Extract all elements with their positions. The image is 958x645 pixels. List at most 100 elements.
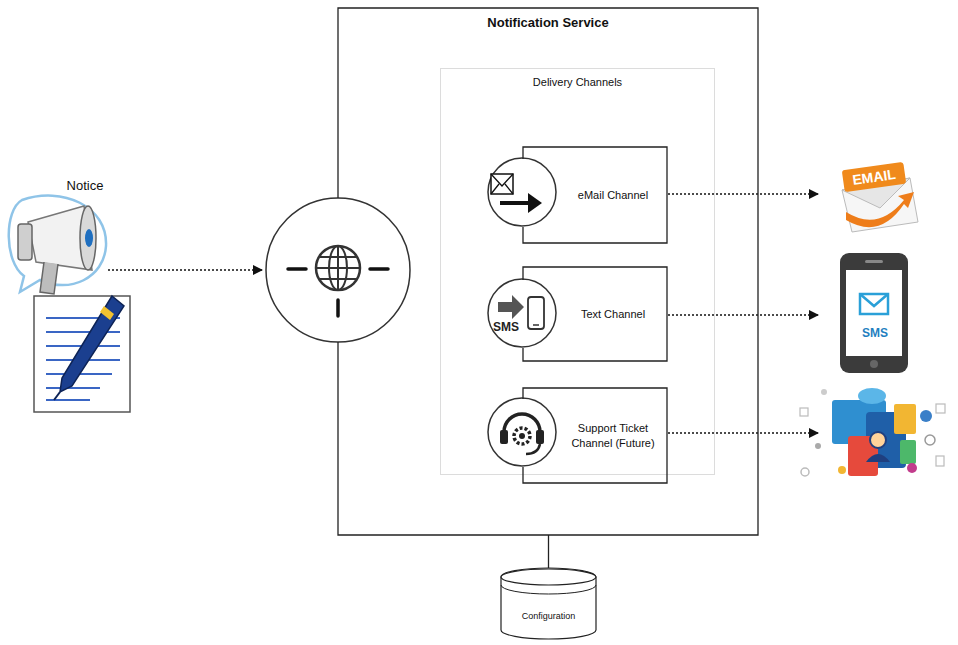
- cylinder-ring: [501, 585, 596, 594]
- drawing-part: [500, 201, 532, 205]
- drawing-part: [46, 331, 120, 333]
- drawing-part: [488, 279, 556, 347]
- drawing-part: [316, 246, 360, 290]
- drawing-part: [865, 260, 883, 263]
- box-border: [523, 147, 667, 243]
- support-channel-icon: [488, 398, 556, 466]
- drawing-part: [320, 278, 356, 280]
- drawing-part: [500, 430, 508, 444]
- connector-line: [548, 535, 549, 568]
- drawing-part: [9, 196, 106, 292]
- drawing-part: [907, 463, 917, 473]
- picture-label: EMAIL: [851, 166, 896, 188]
- drawing-part: [491, 174, 513, 194]
- text-area: Configuration: [502, 598, 595, 634]
- box-border: [523, 267, 667, 361]
- drawing-part: [46, 387, 100, 389]
- drawing-part: [40, 262, 58, 294]
- drawing-part: [498, 295, 524, 319]
- channel-group: Delivery Channels eMail ChannelText Chann…: [440, 68, 715, 475]
- drawing-part: [80, 206, 96, 270]
- drawing-part: [536, 430, 544, 444]
- drawing-part: [316, 267, 360, 269]
- drawing-part: [46, 399, 90, 401]
- email-channel-icon: [488, 158, 556, 226]
- drawing-part: [668, 432, 818, 433]
- drawing-part: [528, 193, 542, 213]
- drawing-part: [936, 404, 945, 413]
- channel-box: Support Ticket Channel (Future): [523, 388, 667, 483]
- drawing-part: [870, 432, 886, 448]
- text-area: eMail Channel: [563, 147, 663, 243]
- text-area: Support Ticket Channel (Future): [563, 388, 663, 483]
- drawing-part: [840, 253, 908, 373]
- box-border: [338, 8, 758, 535]
- drawing-part: [526, 444, 540, 454]
- flow-arrows: [668, 194, 818, 433]
- drawing-part: [533, 324, 539, 326]
- drawing-part: [519, 433, 525, 439]
- drawing-part: [800, 408, 808, 416]
- box-border: [523, 388, 667, 483]
- globe-icon: [266, 198, 410, 342]
- drawing-part: [34, 296, 130, 412]
- drawing-part: [668, 193, 818, 194]
- drawing-part: [842, 162, 906, 192]
- cylinder-shape: [500, 568, 597, 640]
- drawing-part: [100, 306, 114, 320]
- drawing-part: [815, 443, 821, 449]
- text-area: Text Channel: [563, 267, 663, 361]
- group-title: Delivery Channels: [441, 69, 714, 90]
- drawing-part: [920, 410, 932, 422]
- service-box: Notification ServiceDelivery Channels eMa…: [338, 8, 758, 535]
- drawing-part: [488, 398, 556, 466]
- config-store: Configuration: [500, 568, 597, 640]
- drawing-part: [528, 297, 544, 329]
- group-title: Notification Service: [338, 8, 758, 32]
- drawing-part: [266, 198, 410, 342]
- drawing-part: [60, 296, 124, 392]
- drawing-part: [821, 389, 827, 395]
- channel-box: eMail Channel: [523, 147, 667, 243]
- node-text: eMail Channel: [578, 188, 648, 203]
- icon-label: SMS: [493, 320, 519, 334]
- drawing-part: [336, 300, 340, 316]
- drawing-part: [668, 314, 818, 315]
- drawing-part: [858, 388, 886, 404]
- drawing-part: [925, 435, 935, 445]
- drawing-part: [801, 468, 809, 476]
- drawing-part: [18, 224, 32, 260]
- drawing-part: [894, 404, 916, 434]
- box-outline: [523, 388, 667, 483]
- drawing-part: [846, 192, 914, 227]
- email-picture: [842, 162, 918, 232]
- channel-box: Text Channel: [523, 267, 667, 361]
- cylinder-body: [501, 568, 596, 639]
- cylinder-top: [501, 569, 596, 585]
- drawing-part: [838, 466, 846, 474]
- drawing-part: [320, 256, 356, 258]
- document-icon: [34, 296, 130, 412]
- sms-channel-icon: [488, 279, 556, 347]
- drawing-part: [54, 392, 60, 400]
- drawing-part: [866, 454, 890, 462]
- phone-picture: [840, 253, 908, 373]
- drawing-part: [860, 294, 888, 306]
- node-text: Configuration: [522, 610, 576, 622]
- notice-label: Notice: [67, 178, 104, 193]
- drawing-part: [936, 456, 944, 466]
- drawing-part: [85, 229, 93, 247]
- picture-label: SMS: [862, 326, 888, 340]
- drawing-part: [288, 267, 306, 271]
- drawing-part: [491, 174, 513, 194]
- drawing-part: [370, 267, 388, 271]
- support-picture: [800, 388, 945, 476]
- node-text: Support Ticket Channel (Future): [563, 421, 663, 451]
- node-text: Text Channel: [581, 307, 645, 322]
- megaphone-icon: [9, 196, 106, 294]
- drawing-part: [514, 428, 530, 444]
- drawing-part: [900, 440, 916, 464]
